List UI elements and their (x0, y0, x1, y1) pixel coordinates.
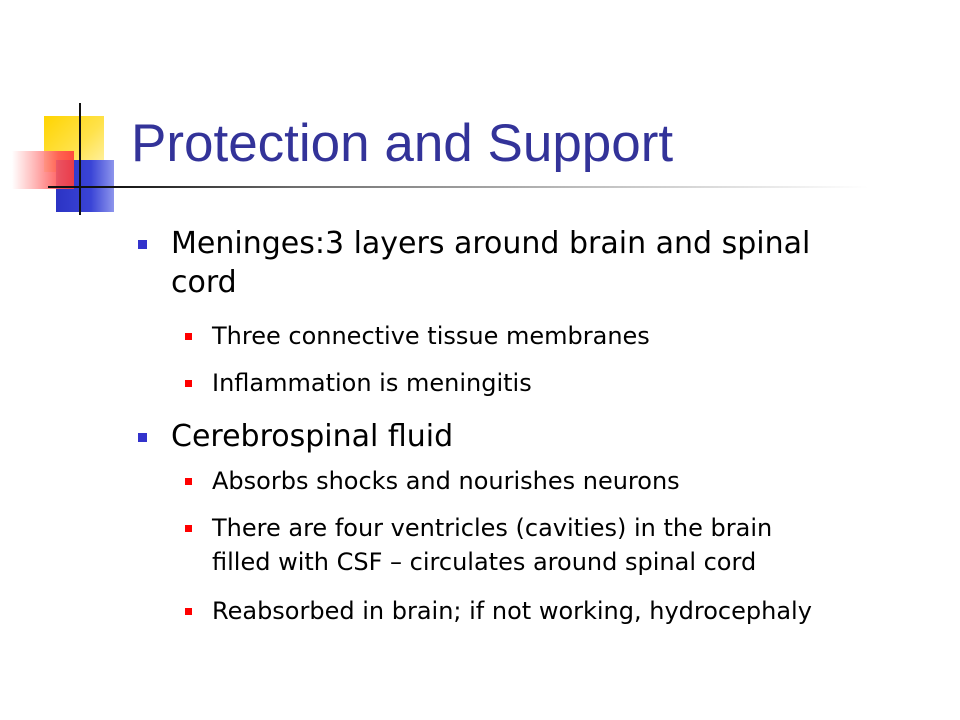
subbullet-text: Reabsorbed in brain; if not working, hyd… (212, 597, 812, 625)
subbullet-text: Inflammation is meningitis (212, 369, 532, 397)
decorative-red-bar (12, 151, 74, 189)
subbullet-text: Three connective tissue membranes (212, 322, 650, 350)
square-bullet-icon (138, 433, 147, 442)
title-underline (48, 186, 868, 188)
bullet-cerebrospinal-fluid: Cerebrospinal fluid (138, 417, 891, 456)
square-bullet-icon (138, 240, 147, 249)
subbullet-absorbs-shocks: Absorbs shocks and nourishes neurons (185, 464, 932, 498)
subbullet-meningitis: Inflammation is meningitis (185, 366, 932, 400)
subbullet-connective-tissue: Three connective tissue membranes (185, 319, 932, 353)
bullet-cerebrospinal-fluid-text: Cerebrospinal fluid (171, 419, 454, 454)
subbullet-ventricles: There are four ventricles (cavities) in … (185, 511, 932, 579)
subbullet-text: Absorbs shocks and nourishes neurons (212, 467, 680, 495)
bullet-meninges-line1: Meninges:3 layers around brain and spina… (171, 226, 811, 261)
square-bullet-icon (185, 525, 192, 532)
slide-title: Protection and Support (131, 114, 674, 173)
square-bullet-icon (185, 608, 192, 615)
subbullet-hydrocephaly: Reabsorbed in brain; if not working, hyd… (185, 594, 932, 628)
square-bullet-icon (185, 333, 192, 340)
bullet-meninges: Meninges:3 layers around brain and spina… (138, 224, 891, 302)
subbullet-ventricles-line1: There are four ventricles (cavities) in … (212, 514, 773, 542)
subbullet-ventricles-line2: filled with CSF – circulates around spin… (212, 548, 757, 576)
decorative-vertical-line (79, 103, 81, 215)
bullet-meninges-line2: cord (171, 265, 237, 300)
square-bullet-icon (185, 380, 192, 387)
square-bullet-icon (185, 478, 192, 485)
